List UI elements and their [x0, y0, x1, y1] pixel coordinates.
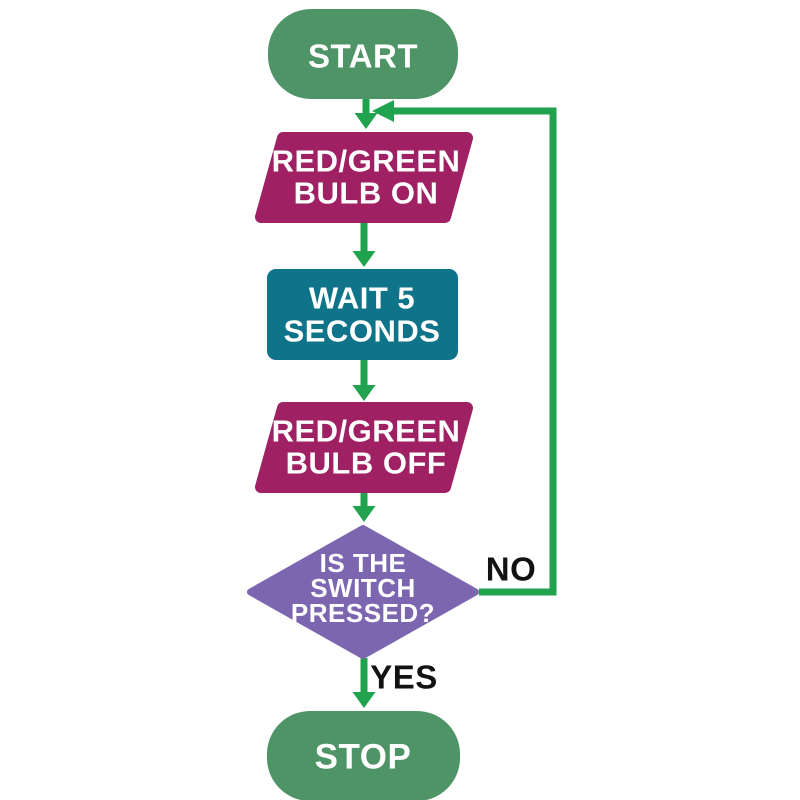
node-bulb-on: RED/GREEN BULB ON [255, 132, 473, 223]
node-stop: STOP [267, 711, 460, 800]
wait-label-line1: WAIT 5 [309, 281, 415, 316]
node-start: START [268, 9, 458, 99]
wait-label-line2: SECONDS [284, 314, 441, 349]
bulb-off-label-line1: RED/GREEN [272, 414, 461, 449]
node-decision: IS THE SWITCH PRESSED? [247, 525, 479, 659]
wait-process-shape [267, 269, 458, 360]
arrowhead-down-icon [354, 113, 378, 129]
bulb-off-label-line2: BULB OFF [286, 446, 447, 481]
edge-bulb-on-to-wait [352, 223, 376, 267]
edge-bulb-off-to-decision [352, 493, 376, 522]
arrowhead-left-icon [372, 100, 394, 122]
decision-label-line1: IS THE [320, 548, 407, 578]
decision-label-line2: SWITCH [310, 573, 416, 603]
no-loop-line [392, 107, 557, 596]
edge-label-no: NO [486, 551, 537, 588]
stop-terminator-shape [267, 711, 460, 800]
decision-label-line3: PRESSED? [291, 598, 435, 628]
bulb-on-label-line2: BULB ON [294, 176, 439, 211]
decision-diamond-shape [247, 525, 479, 659]
node-wait: WAIT 5 SECONDS [267, 269, 458, 360]
node-bulb-off: RED/GREEN BULB OFF [255, 402, 473, 493]
bulb-off-parallelogram-shape [255, 402, 473, 493]
edge-wait-to-bulb-off [352, 360, 376, 401]
arrowhead-down-icon [352, 692, 376, 708]
stop-label: STOP [315, 738, 412, 777]
start-terminator-shape [268, 9, 458, 99]
bulb-on-parallelogram-shape [255, 132, 473, 223]
arrowhead-down-icon [352, 251, 376, 267]
arrowhead-down-icon [352, 385, 376, 401]
start-label: START [308, 38, 418, 75]
edge-no-loop: NO [372, 100, 557, 596]
edge-label-yes: YES [370, 659, 438, 696]
edge-yes: YES [352, 658, 438, 708]
bulb-on-label-line1: RED/GREEN [272, 144, 461, 179]
edge-start-to-bulb-on [354, 98, 378, 129]
arrowhead-down-icon [352, 506, 376, 522]
